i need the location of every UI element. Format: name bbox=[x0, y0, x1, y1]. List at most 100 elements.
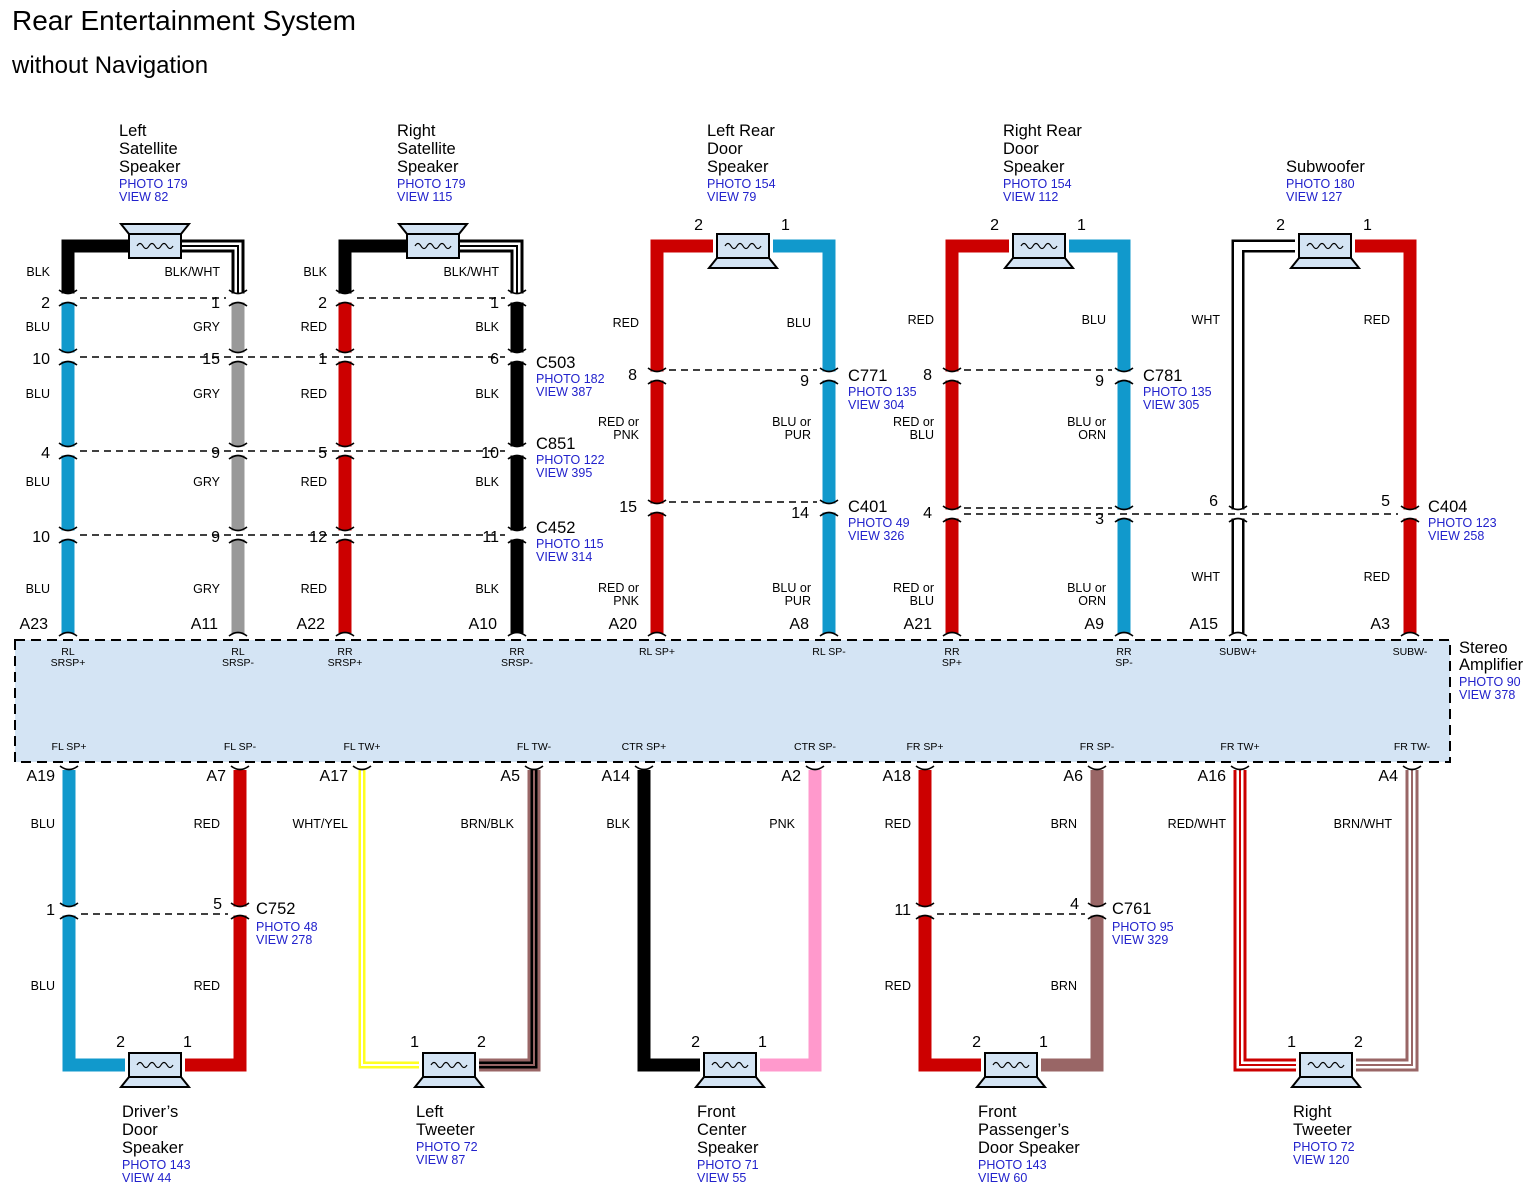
break-sat0-l2-arc-bottom bbox=[58, 454, 78, 460]
cavity-pin: 4 bbox=[1070, 896, 1079, 913]
wire-label: RED/WHT bbox=[1168, 817, 1227, 831]
wire-label: RED bbox=[301, 582, 327, 596]
break-sub-l-arc-bottom bbox=[1228, 517, 1248, 523]
connector-C771-ref-0: PHOTO 135 bbox=[848, 385, 917, 399]
connector-C503: C503 bbox=[536, 354, 575, 372]
wire-bot4-right bbox=[1356, 770, 1419, 1072]
amp-top-terminal-A9 bbox=[1114, 631, 1134, 637]
speaker-pin: 1 bbox=[781, 217, 790, 234]
wire-label: RED bbox=[301, 387, 327, 401]
break-sat1-r2-arc-top bbox=[507, 442, 527, 448]
break-sat1-l0-gap bbox=[336, 293, 354, 303]
speaker-name: Right Rear bbox=[1003, 122, 1082, 140]
cavity-pin: 3 bbox=[1095, 511, 1104, 528]
pin-A18: A18 bbox=[883, 768, 912, 785]
top-speaker-2-cone bbox=[706, 257, 780, 269]
break-sat1-l3-arc-top bbox=[335, 526, 355, 532]
bottom-speaker-1 bbox=[412, 1052, 486, 1088]
wire-label: BLK/WHT bbox=[164, 265, 220, 279]
amp-top-terminal-A22 bbox=[335, 631, 355, 637]
amp-terminal-label: FR SP+ bbox=[906, 741, 943, 753]
wire-label: BLK bbox=[475, 582, 499, 596]
break-sat1-r0-arc-top bbox=[507, 289, 527, 295]
wire-bot4-right-stripe bbox=[1356, 770, 1416, 1069]
amp-terminal-label: FL SP+ bbox=[52, 741, 87, 753]
cavity-pin: 10 bbox=[32, 351, 50, 368]
break-sat1-l2-arc-bottom bbox=[335, 454, 355, 460]
pin-A2: A2 bbox=[781, 768, 801, 785]
top-speaker-1-cone bbox=[396, 223, 470, 235]
speaker-pin: 1 bbox=[758, 1034, 767, 1051]
pin-A21: A21 bbox=[904, 616, 933, 633]
top-speaker-1-ref-0: PHOTO 179 bbox=[397, 177, 466, 191]
break-sat0-l1-arc-bottom bbox=[58, 360, 78, 366]
connector-C404: C404 bbox=[1428, 498, 1467, 516]
connector-C781-ref-1: VIEW 305 bbox=[1143, 398, 1199, 412]
speaker-name: Door bbox=[707, 140, 743, 158]
break-sub-r-gap bbox=[1401, 509, 1419, 519]
wire-bot1-right-stripe bbox=[479, 770, 538, 1069]
wire-label: BLU bbox=[26, 387, 50, 401]
wire-sat1-left-pigtail bbox=[338, 239, 407, 298]
wire-label: BLK bbox=[26, 265, 50, 279]
cavity-pin: 15 bbox=[202, 351, 220, 368]
top-speaker-3 bbox=[1002, 233, 1076, 269]
amp-top-terminal-A11 bbox=[228, 631, 248, 637]
connector-C752-ref-1: VIEW 278 bbox=[256, 933, 312, 947]
amp-terminal-label: FL TW+ bbox=[343, 741, 380, 753]
connector-C781: C781 bbox=[1143, 367, 1182, 385]
break-sub-r-arc-bottom bbox=[1400, 517, 1420, 523]
speaker-name: Passenger’s bbox=[978, 1121, 1069, 1139]
speaker-name: Right bbox=[397, 122, 436, 140]
connector-C401-ref-1: VIEW 326 bbox=[848, 529, 904, 543]
pin-A19: A19 bbox=[27, 768, 56, 785]
pin-A8: A8 bbox=[789, 616, 809, 633]
break-bot3-r-arc-top bbox=[1087, 902, 1107, 908]
wire-label: BLU bbox=[26, 475, 50, 489]
wire-label: BLK bbox=[475, 475, 499, 489]
bottom-speaker-4-coil bbox=[1307, 1061, 1345, 1069]
amp-bottom-terminal-A5 bbox=[524, 765, 544, 771]
diagram-title: Rear Entertainment System bbox=[12, 5, 356, 36]
wire-label: WHT bbox=[1192, 313, 1221, 327]
wire-bot2-right bbox=[760, 770, 822, 1072]
bottom-speaker-4-ref-0: PHOTO 72 bbox=[1293, 1140, 1355, 1154]
amp-bottom-terminal-A19 bbox=[59, 765, 79, 771]
wire-bot2-left bbox=[637, 770, 700, 1072]
break-door2-r0-arc-top bbox=[819, 367, 839, 373]
amp-terminal-label: CTR SP+ bbox=[622, 741, 667, 753]
wire-label: ORN bbox=[1078, 594, 1106, 608]
top-speaker-0-ref-0: PHOTO 179 bbox=[119, 177, 188, 191]
amplifier-ref-1: VIEW 378 bbox=[1459, 688, 1515, 702]
break-sat0-l1-arc-top bbox=[58, 348, 78, 354]
bottom-speaker-2 bbox=[693, 1052, 767, 1088]
wire-label: RED bbox=[885, 979, 911, 993]
amplifier-name-2: Amplifier bbox=[1459, 656, 1524, 674]
break-door3-r1-arc-top bbox=[1114, 505, 1134, 511]
break-sat1-l2-arc-top bbox=[335, 442, 355, 448]
pin-A5: A5 bbox=[500, 768, 520, 785]
connector-C781-ref-0: PHOTO 135 bbox=[1143, 385, 1212, 399]
wire-sub-left-top bbox=[1231, 239, 1295, 514]
cavity-pin: 6 bbox=[1209, 493, 1218, 510]
top-speaker-1-coil bbox=[414, 242, 452, 250]
cavity-pin: 1 bbox=[490, 295, 499, 312]
cavity-pin: 1 bbox=[211, 295, 220, 312]
bottom-speaker-4-ref-1: VIEW 120 bbox=[1293, 1153, 1349, 1167]
bottom-speaker-0 bbox=[118, 1052, 192, 1088]
wire-bot4-left-stripe bbox=[1236, 770, 1296, 1069]
break-bot3-l-gap bbox=[916, 906, 934, 916]
connector-C452-ref-1: VIEW 314 bbox=[536, 550, 592, 564]
amp-terminal-label: RR bbox=[1116, 646, 1132, 658]
connector-C761-ref-0: PHOTO 95 bbox=[1112, 920, 1174, 934]
speaker-pin: 2 bbox=[990, 217, 999, 234]
break-door3-l0-gap bbox=[943, 371, 961, 381]
speaker-name: Speaker bbox=[1003, 158, 1065, 176]
break-door2-r1-arc-top bbox=[819, 499, 839, 505]
connector-C752-ref-0: PHOTO 48 bbox=[256, 920, 318, 934]
break-sat0-r1-arc-bottom bbox=[228, 360, 248, 366]
break-sat1-l0-arc-top bbox=[335, 289, 355, 295]
connector-lines bbox=[80, 297, 1398, 915]
top-speaker-0-coil bbox=[136, 242, 174, 250]
top-speaker-1-ref-1: VIEW 115 bbox=[397, 190, 452, 204]
